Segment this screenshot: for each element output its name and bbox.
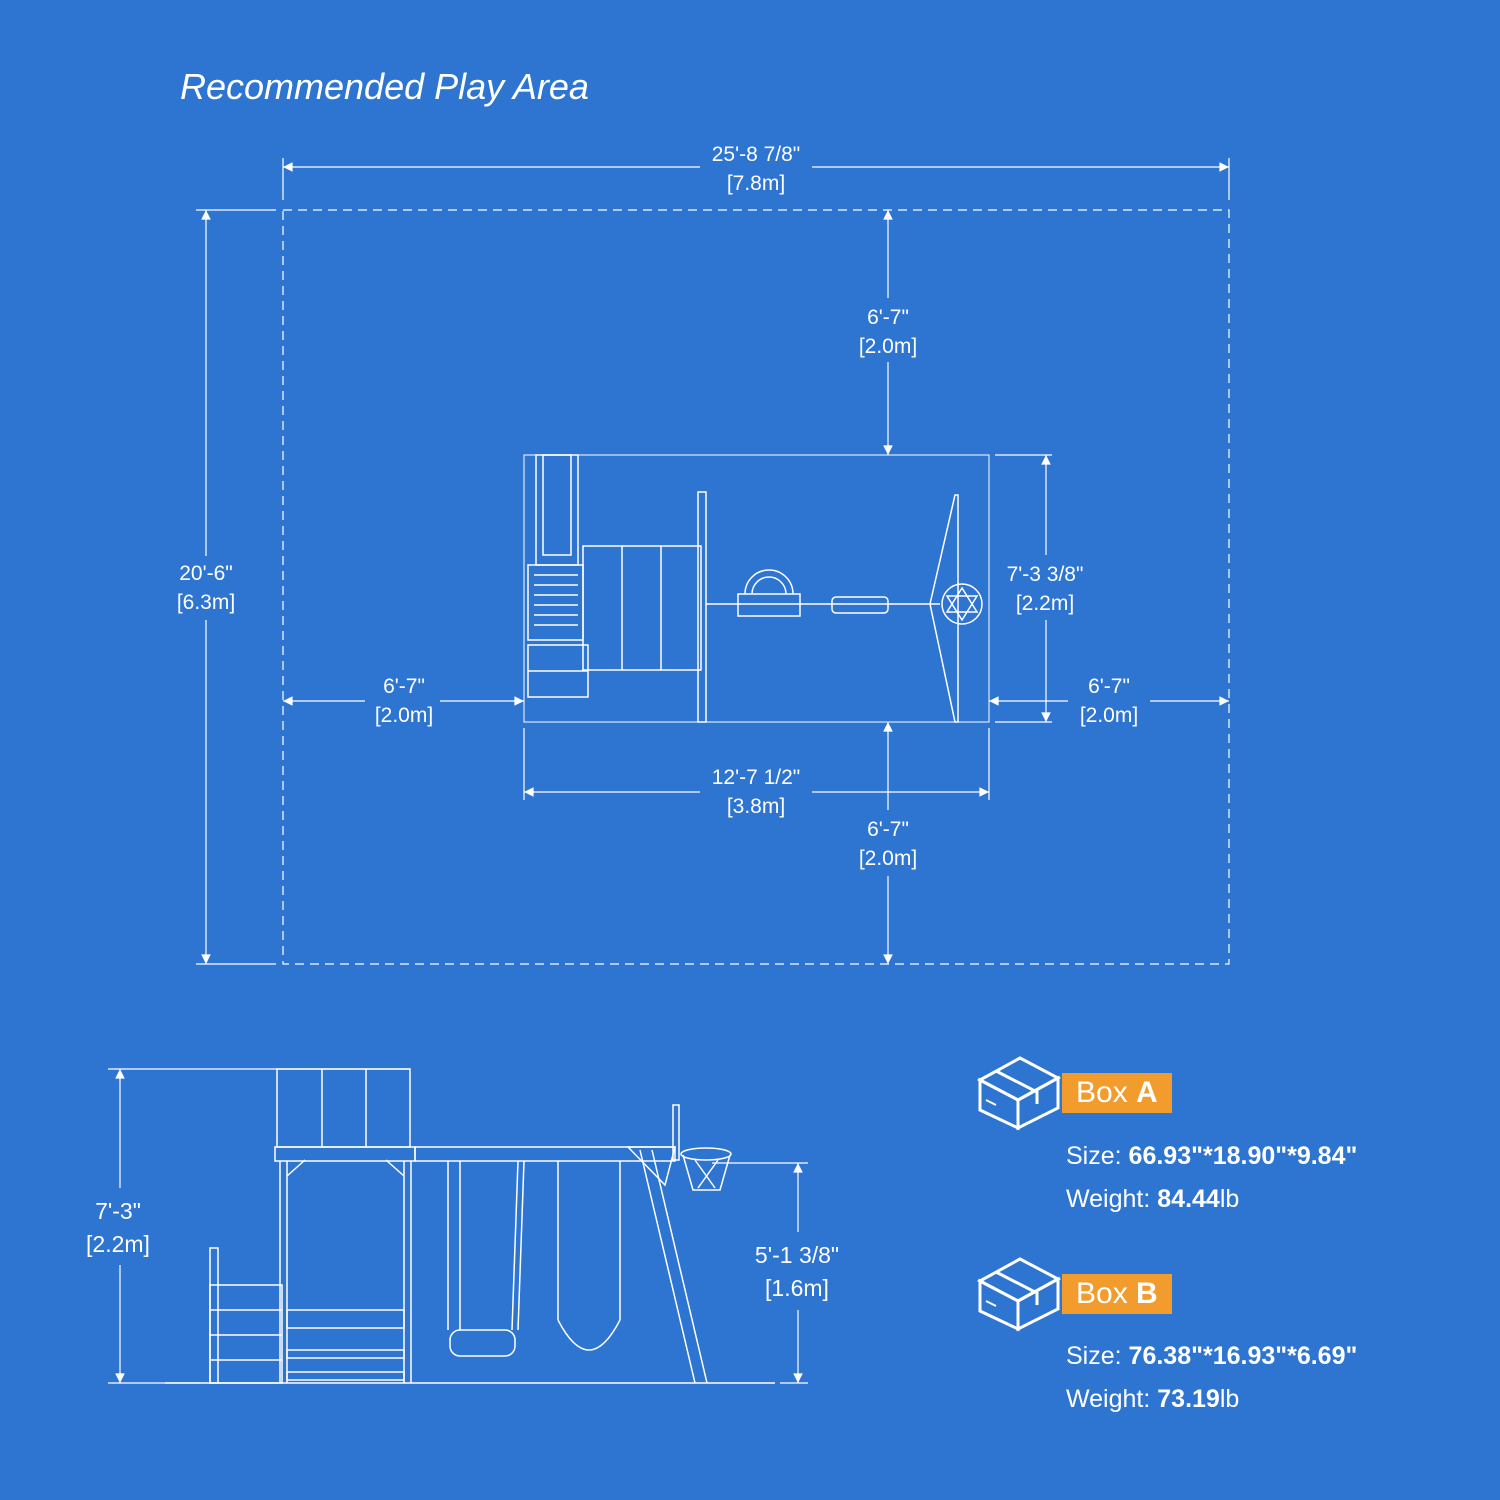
box-a-badge: Box A [1062, 1073, 1172, 1113]
side-view [108, 1068, 808, 1384]
dim-set-depth: 7'-3 3/8" [2.2m] [1006, 563, 1084, 615]
box-icon-a [976, 1056, 1062, 1131]
box-b-badge: Box B [1062, 1274, 1172, 1314]
dim-beam-height: 5'-1 3/8" [1.6m] [754, 1242, 840, 1301]
dim-clearance-right: 6'-7" [2.0m] [1079, 675, 1139, 727]
box-a-size: Size: 66.93"*18.90"*9.84" [1066, 1142, 1358, 1170]
dim-overall-width: 25'-8 7/8" [7.8m] [711, 143, 801, 195]
playset-footprint [523, 454, 990, 723]
dim-clearance-bottom: 6'-7" [2.0m] [858, 818, 918, 870]
box-b-weight: Weight: 73.19lb [1066, 1385, 1240, 1413]
dim-total-height: 7'-3" [2.2m] [86, 1198, 150, 1257]
dim-set-width: 12'-7 1/2" [3.8m] [711, 766, 801, 818]
playset-side-drawing [209, 1068, 732, 1384]
top-view [196, 158, 1230, 965]
box-a-weight: Weight: 84.44lb [1066, 1185, 1240, 1213]
dim-clearance-left: 6'-7" [2.0m] [374, 675, 434, 727]
play-area-boundary [282, 209, 1230, 965]
box-b-size: Size: 76.38"*16.93"*6.69" [1066, 1342, 1358, 1370]
box-icon-b [976, 1257, 1062, 1332]
page-title: Recommended Play Area [180, 66, 589, 107]
dim-overall-depth: 20'-6" [6.3m] [176, 562, 236, 614]
dim-clearance-top: 6'-7" [2.0m] [858, 306, 918, 358]
playset-top-drawing [527, 454, 983, 723]
